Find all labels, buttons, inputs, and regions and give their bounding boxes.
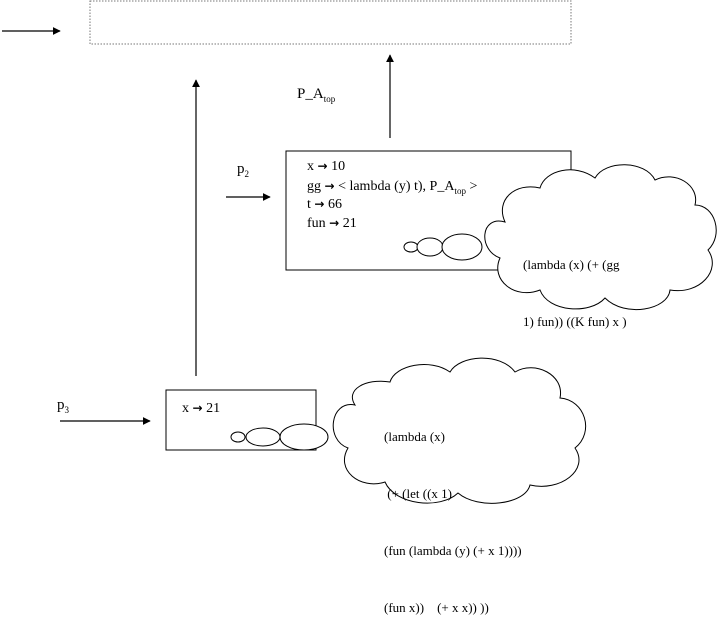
- binding-row: fun → 21: [307, 215, 357, 232]
- closure-code-line: 1) fun)) ((K fun) x ): [523, 314, 627, 329]
- binding-value: < lambda (y) t), P_A: [338, 179, 455, 194]
- binding-var: x: [307, 159, 314, 174]
- thought-cloud-icon: [332, 357, 587, 504]
- label-p-a-top: P_Atop: [297, 85, 335, 108]
- label-p-a-top-sub: top: [323, 94, 336, 104]
- closure-code-line: (lambda (x) (+ (gg: [523, 257, 620, 272]
- label-p2: p2: [237, 160, 249, 183]
- binding-row: t → 66: [307, 196, 342, 213]
- closure-code-line: (fun (lambda (y) (+ x 1)))): [384, 543, 522, 558]
- right-arrow-icon: →: [314, 197, 325, 211]
- thought-cloud-icon: [484, 164, 717, 311]
- binding-var: x: [182, 401, 189, 416]
- binding-value: 21: [206, 401, 221, 416]
- closure-code-line: (+ (let ((x 1): [384, 486, 452, 501]
- binding-value-tail: >: [465, 179, 478, 194]
- closure-code-line: (fun x)) (+ x x)) )): [384, 600, 489, 615]
- binding-value-sub: top: [454, 185, 466, 196]
- label-p2-main: p: [237, 161, 245, 177]
- closure-link-ellipse: [403, 241, 419, 253]
- label-p3-sub: 3: [64, 405, 70, 415]
- closure-link-ellipse: [416, 237, 444, 257]
- binding-var: gg: [307, 179, 321, 194]
- binding-row: x → 10: [307, 158, 345, 175]
- diagram-canvas: [2, 0, 717, 504]
- closure-link-ellipse: [441, 233, 483, 261]
- binding-row: gg → < lambda (y) t), P_Atop >: [307, 178, 477, 199]
- binding-row: x → 21: [182, 400, 220, 417]
- label-p-a-top-main: P_A: [297, 86, 324, 102]
- closure-code-line: (lambda (x): [384, 429, 446, 444]
- closure-code-p3: (lambda (x) (+ (let ((x 1) (fun (lambda …: [384, 389, 522, 636]
- binding-value: 21: [342, 216, 357, 231]
- top-frame: [89, 0, 572, 45]
- binding-value: 66: [327, 197, 342, 212]
- right-arrow-icon: →: [329, 216, 340, 230]
- right-arrow-icon: →: [317, 159, 328, 173]
- binding-var: fun: [307, 216, 326, 231]
- label-p3: p3: [57, 396, 69, 419]
- binding-var: t: [307, 197, 311, 212]
- closure-link-ellipse: [245, 427, 281, 447]
- closure-code-p2: (lambda (x) (+ (gg 1) fun)) ((K fun) x ): [523, 217, 627, 350]
- closure-link-ellipse: [230, 431, 246, 443]
- closure-link-ellipse: [279, 423, 329, 451]
- right-arrow-icon: →: [192, 401, 203, 415]
- label-p3-main: p: [57, 397, 65, 413]
- right-arrow-icon: →: [324, 179, 335, 193]
- binding-value: 10: [331, 159, 346, 174]
- label-p2-sub: 2: [244, 169, 250, 179]
